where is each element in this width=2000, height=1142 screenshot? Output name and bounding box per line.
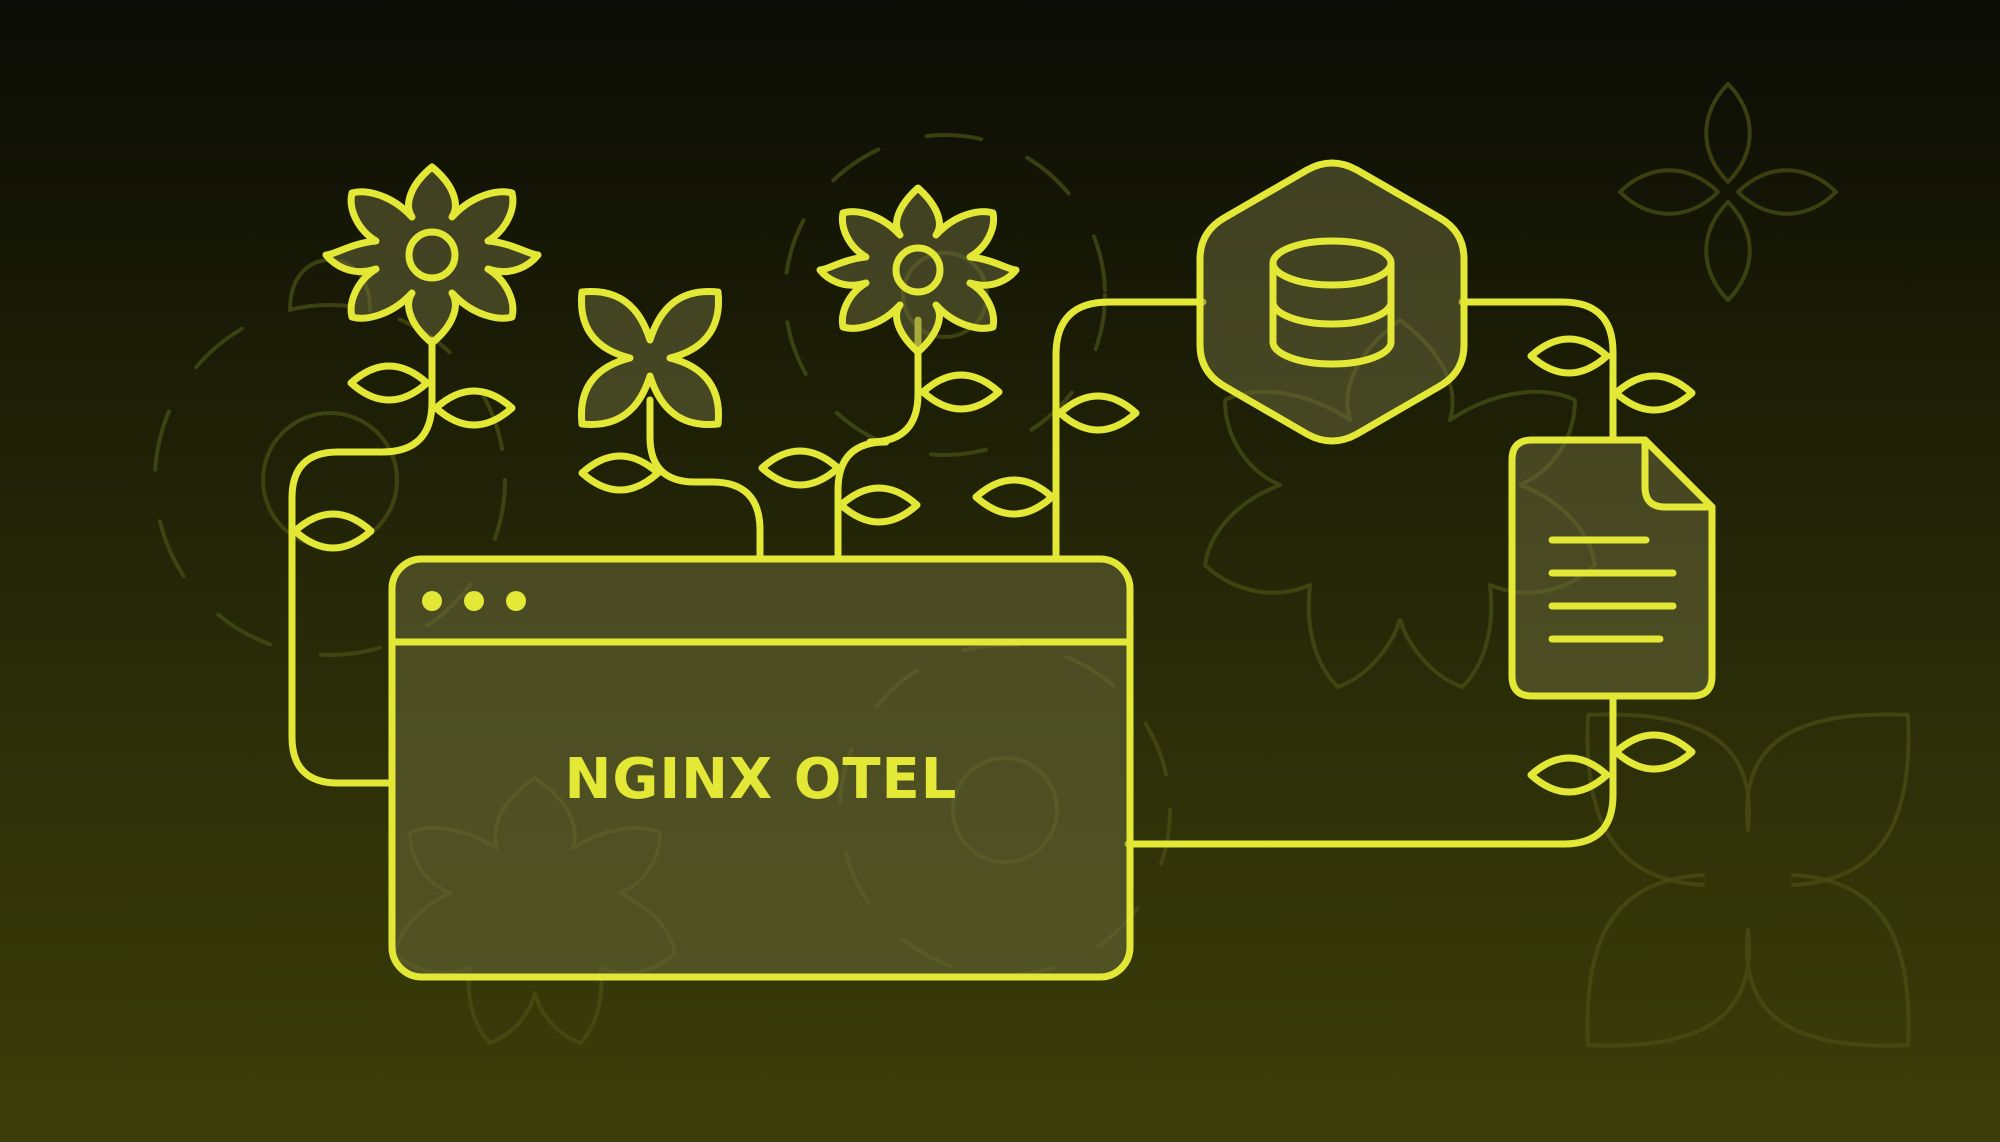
leaf-icon xyxy=(1616,376,1692,410)
leaf-icon xyxy=(1531,339,1607,373)
window-title: NGINX OTEL xyxy=(565,747,958,812)
window-dot xyxy=(422,591,442,611)
leaf-icon xyxy=(582,456,658,490)
flower-icon xyxy=(322,163,542,347)
leaf-icon xyxy=(841,488,917,522)
leaf-icon xyxy=(762,451,838,485)
background-decor xyxy=(153,82,1911,1048)
star-decor-top-right xyxy=(1618,82,1838,302)
document-icon xyxy=(1508,436,1716,700)
connector-document-top xyxy=(1458,298,1617,444)
leaf-icon xyxy=(351,366,427,400)
leaf-icon xyxy=(1060,396,1136,430)
leaf-icon xyxy=(295,514,371,548)
connector-clover xyxy=(646,396,764,562)
flower-decor-right xyxy=(1203,318,1597,689)
clover-decor-bottom-right xyxy=(1585,712,1911,1048)
clover-icon xyxy=(578,287,722,429)
connector-database xyxy=(1052,298,1207,562)
leaf-icon xyxy=(436,391,512,425)
window-dot xyxy=(506,591,526,611)
app-window: NGINX OTEL xyxy=(388,555,1134,981)
connector-left-loop xyxy=(288,336,436,787)
database-icon xyxy=(1196,159,1468,445)
leaf-icon xyxy=(1616,735,1692,769)
flower-icon xyxy=(816,184,1020,356)
window-dot xyxy=(464,591,484,611)
connector-document-bottom xyxy=(1124,692,1617,848)
leaf-icon xyxy=(976,480,1052,514)
leaf-icon xyxy=(1531,758,1607,792)
leaf-icon xyxy=(923,375,999,409)
